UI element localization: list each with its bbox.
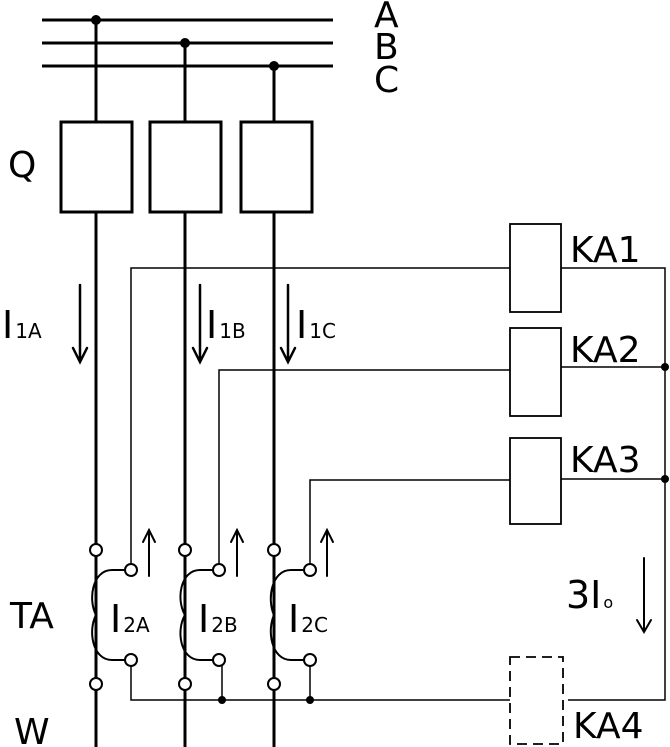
relay-label-ka2: KA2 [570,330,641,371]
wire-junctions [218,363,669,704]
ct-winding-a [91,569,125,661]
wire-return-ka1 [561,267,666,701]
relay-label-ka1: KA1 [570,230,641,271]
ct-secondary-terminal [124,563,138,577]
ct-secondary-terminal [212,563,226,577]
arrow-down-icon [191,283,209,365]
ct-primary-terminal [89,543,103,557]
relay-ka4 [509,656,564,745]
ct-primary-terminal [89,677,103,691]
breaker-label: Q [8,145,36,186]
arrow-up-icon [320,527,334,577]
wire-ka3 [309,479,510,570]
relay-label-ka4: KA4 [573,706,644,747]
arrow-up-icon [230,527,244,577]
phase-label-c: C [374,60,399,101]
relay-coils [509,223,564,745]
relay-ka2 [509,327,562,417]
ct-secondary-terminal [303,653,317,667]
phase-label-a: A [374,0,399,36]
current-transformers [89,543,317,691]
line-label: W [14,712,50,747]
arrow-up-icon [142,527,156,577]
wire-ka2 [218,369,510,570]
ct-secondary-terminal [124,653,138,667]
breaker-q [59,120,314,214]
ct-primary-terminal [267,677,281,691]
ct-primary-terminal [267,543,281,557]
relay-wiring [130,267,666,701]
relay-ka3 [509,437,562,525]
junction-dot [661,475,669,483]
junction-dot [306,696,314,704]
phase-label-b: B [374,27,399,68]
wire-ka1 [130,267,510,570]
wire-neutral [130,660,510,701]
transformer-label: TA [9,596,54,637]
ct-winding-b [179,569,213,661]
arrow-down-icon [636,557,652,634]
ct-windings [91,569,304,661]
arrow-down-icon [279,283,297,365]
ct-secondary-terminal [212,653,226,667]
ct-primary-terminal [178,543,192,557]
junction-dot [661,363,669,371]
ct-primary-terminal [178,677,192,691]
ct-secondary-terminal [303,563,317,577]
breaker-pole-c [239,120,314,214]
breaker-pole-a [59,120,134,214]
secondary-current-arrows [142,527,652,634]
breaker-pole-b [148,120,223,214]
primary-current-arrows [71,283,297,365]
relay-ka1 [509,223,562,313]
arrow-down-icon [71,283,89,365]
junction-dot [218,696,226,704]
ct-winding-c [269,569,304,661]
relay-label-ka3: KA3 [570,440,641,481]
